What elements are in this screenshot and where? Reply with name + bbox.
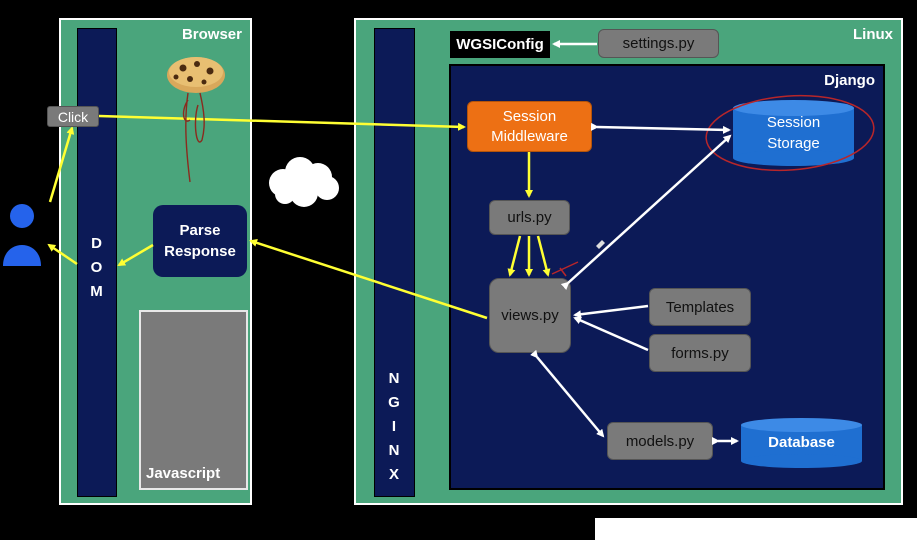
javascript-box: Javascript: [139, 310, 248, 490]
yellow-arrows: [47, 114, 551, 320]
session-storage-label: Session Storage: [766, 114, 821, 152]
white-arrows: [530, 40, 739, 445]
click-button[interactable]: Click: [47, 106, 99, 127]
database-label: Database: [768, 434, 835, 451]
session-middleware-label: Session Middleware: [491, 107, 568, 145]
javascript-label: Javascript: [146, 465, 221, 482]
red-annotation-mark: [551, 261, 579, 277]
templates-box: Templates: [649, 288, 751, 326]
django-title: Django: [824, 72, 875, 89]
database-cylinder: [741, 418, 862, 468]
settings-box: settings.py: [598, 29, 719, 58]
red-cookie-scribble: [182, 92, 205, 183]
cookie-icon: [167, 57, 225, 93]
cloud-icon: [269, 157, 339, 207]
session-storage-cylinder: [733, 100, 854, 166]
forms-box: forms.py: [649, 334, 751, 372]
bottom-white-block: [595, 518, 917, 540]
linux-title: Linux: [853, 26, 893, 43]
models-box: models.py: [607, 422, 713, 460]
views-box: views.py: [489, 278, 571, 353]
wsgi-config-box: WGSIConfig: [450, 31, 550, 58]
parse-response-label: Parse Response: [164, 222, 236, 260]
pen-cursor-icon: [596, 240, 605, 249]
person-icon: [3, 204, 41, 266]
parse-response-box: Parse Response: [153, 205, 247, 277]
browser-title: Browser: [181, 26, 242, 43]
